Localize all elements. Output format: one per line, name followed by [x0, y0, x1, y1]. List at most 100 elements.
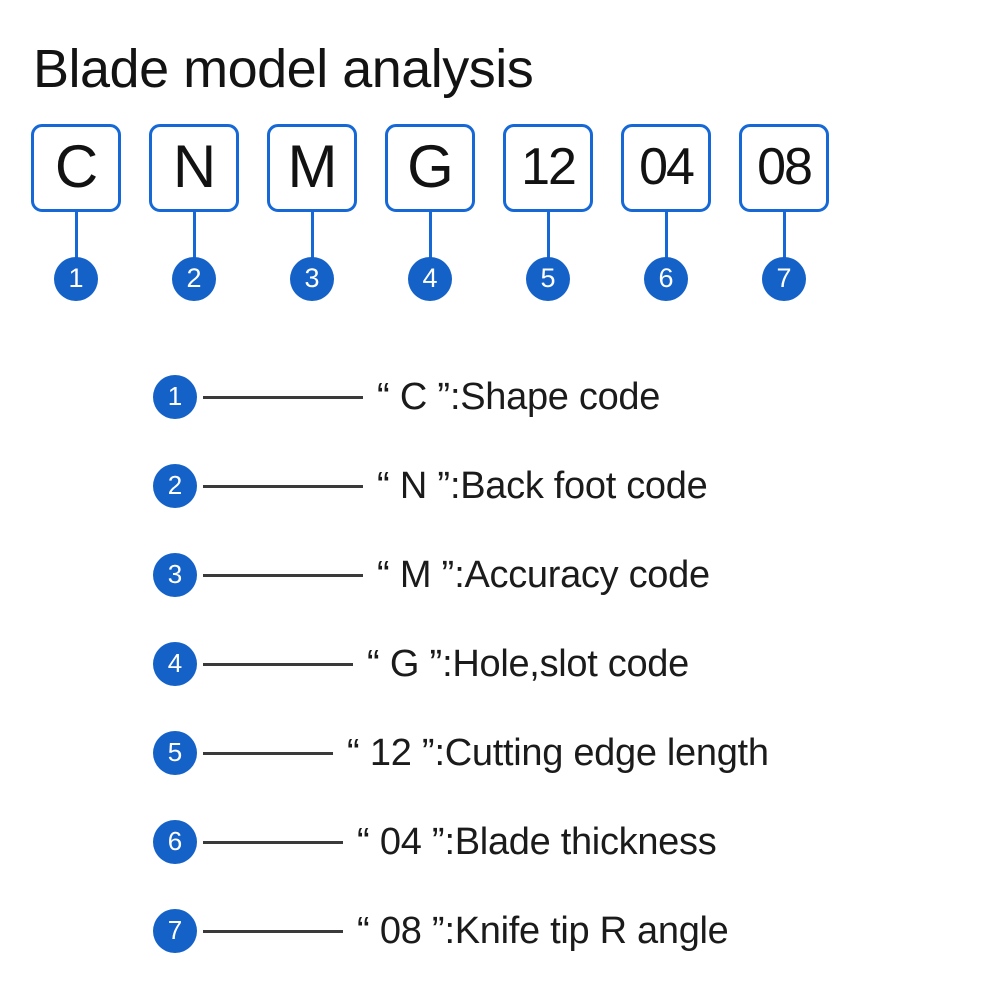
legend-marker-6[interactable]: 6 — [153, 820, 197, 864]
quote-open: “ — [347, 732, 360, 774]
code-box-value: C — [54, 133, 98, 200]
legend-marker-7[interactable]: 7 — [153, 909, 197, 953]
code-box-value: G — [407, 133, 454, 200]
code-marker-2[interactable]: 2 — [172, 257, 216, 301]
legend-code-value: 08 — [369, 910, 432, 952]
quote-close: ” — [421, 732, 435, 774]
legend-separator: : — [449, 465, 461, 507]
code-marker-number: 1 — [68, 262, 84, 293]
code-box-6[interactable]: 04 — [621, 124, 711, 212]
page-title: Blade model analysis — [33, 39, 534, 99]
legend-leader-line-2 — [203, 484, 363, 488]
legend-marker-2[interactable]: 2 — [153, 464, 197, 508]
legend-code-value: G — [379, 643, 430, 685]
legend-row-1[interactable]: 1 “ C ”:Shape code — [153, 374, 660, 420]
legend-description: Cutting edge length — [444, 732, 769, 774]
legend-label-1: “ C ”:Shape code — [377, 375, 660, 419]
connector-line-4 — [428, 212, 432, 259]
legend-row-3[interactable]: 3 “ M ”:Accuracy code — [153, 552, 710, 598]
code-marker-5[interactable]: 5 — [526, 257, 570, 301]
legend-marker-number: 3 — [167, 559, 183, 589]
quote-close: ” — [429, 643, 443, 685]
legend-leader-line-1 — [203, 395, 363, 399]
legend-description: Shape code — [460, 376, 661, 418]
quote-close: ” — [437, 465, 450, 507]
code-box-3[interactable]: M — [267, 124, 357, 212]
connector-line-5 — [546, 212, 550, 259]
legend-marker-4[interactable]: 4 — [153, 642, 197, 686]
legend-marker-number: 2 — [167, 470, 183, 500]
code-box-value: 12 — [521, 138, 577, 196]
legend-label-7: “ 08 ”:Knife tip R angle — [357, 909, 729, 953]
legend-row-6[interactable]: 6 “ 04 ”:Blade thickness — [153, 819, 717, 865]
quote-open: “ — [377, 376, 390, 418]
legend-row-7[interactable]: 7 “ 08 ”:Knife tip R angle — [153, 908, 729, 954]
legend-marker-number: 6 — [167, 826, 183, 856]
quote-open: “ — [357, 821, 370, 863]
legend-marker-number: 1 — [167, 381, 183, 411]
legend-separator: : — [444, 910, 456, 952]
legend-label-3: “ M ”:Accuracy code — [377, 553, 710, 597]
legend-row-4[interactable]: 4 “ G ”:Hole,slot code — [153, 641, 689, 687]
connector-line-7 — [782, 212, 786, 259]
legend-leader-line-3 — [203, 573, 363, 577]
legend-separator: : — [434, 732, 446, 774]
code-marker-number: 4 — [422, 262, 438, 293]
code-box-value: N — [172, 133, 216, 200]
code-marker-number: 5 — [540, 262, 556, 293]
code-marker-number: 6 — [658, 262, 674, 293]
legend-code-value: 12 — [359, 732, 422, 774]
legend-leader-line-6 — [203, 840, 343, 844]
legend-marker-number: 4 — [167, 648, 183, 678]
legend-description: Knife tip R angle — [454, 910, 729, 952]
legend-code-value: M — [389, 554, 442, 596]
legend-label-4: “ G ”:Hole,slot code — [367, 642, 689, 686]
legend-leader-line-5 — [203, 751, 333, 755]
code-box-value: 08 — [757, 138, 813, 196]
quote-open: “ — [357, 910, 370, 952]
connector-line-3 — [310, 212, 314, 259]
legend-label-5: “ 12 ”:Cutting edge length — [347, 731, 769, 775]
code-marker-number: 7 — [776, 262, 792, 293]
connector-line-1 — [74, 212, 78, 259]
legend-code-value: N — [389, 465, 438, 507]
quote-close: ” — [431, 821, 445, 863]
code-box-value: M — [287, 133, 338, 200]
legend-separator: : — [454, 554, 465, 596]
legend-marker-5[interactable]: 5 — [153, 731, 197, 775]
code-marker-number: 3 — [304, 262, 320, 293]
legend-description: Blade thickness — [454, 821, 717, 863]
code-box-7[interactable]: 08 — [739, 124, 829, 212]
quote-close: ” — [431, 910, 445, 952]
legend-description: Accuracy code — [464, 554, 710, 596]
code-marker-7[interactable]: 7 — [762, 257, 806, 301]
connector-line-2 — [192, 212, 196, 259]
code-marker-1[interactable]: 1 — [54, 257, 98, 301]
quote-close: ” — [441, 554, 455, 596]
code-box-1[interactable]: C — [31, 124, 121, 212]
quote-open: “ — [377, 554, 390, 596]
code-box-5[interactable]: 12 — [503, 124, 593, 212]
legend-marker-number: 5 — [167, 737, 183, 767]
quote-open: “ — [367, 643, 380, 685]
code-box-4[interactable]: G — [385, 124, 475, 212]
legend-row-5[interactable]: 5 “ 12 ”:Cutting edge length — [153, 730, 769, 776]
legend-label-6: “ 04 ”:Blade thickness — [357, 820, 717, 864]
code-marker-3[interactable]: 3 — [290, 257, 334, 301]
code-box-value: 04 — [639, 138, 695, 196]
legend-code-value: 04 — [369, 821, 432, 863]
quote-close: ” — [437, 376, 450, 418]
legend-code-value: C — [389, 376, 438, 418]
legend-separator: : — [444, 821, 456, 863]
legend-marker-1[interactable]: 1 — [153, 375, 197, 419]
legend-leader-line-7 — [203, 929, 343, 933]
legend-marker-3[interactable]: 3 — [153, 553, 197, 597]
connector-line-6 — [664, 212, 668, 259]
legend-row-2[interactable]: 2“ N ”:Back foot code — [153, 463, 708, 509]
code-marker-4[interactable]: 4 — [408, 257, 452, 301]
code-marker-6[interactable]: 6 — [644, 257, 688, 301]
quote-open: “ — [377, 465, 390, 507]
code-box-2[interactable]: N — [149, 124, 239, 212]
legend-leader-line-4 — [203, 662, 353, 666]
